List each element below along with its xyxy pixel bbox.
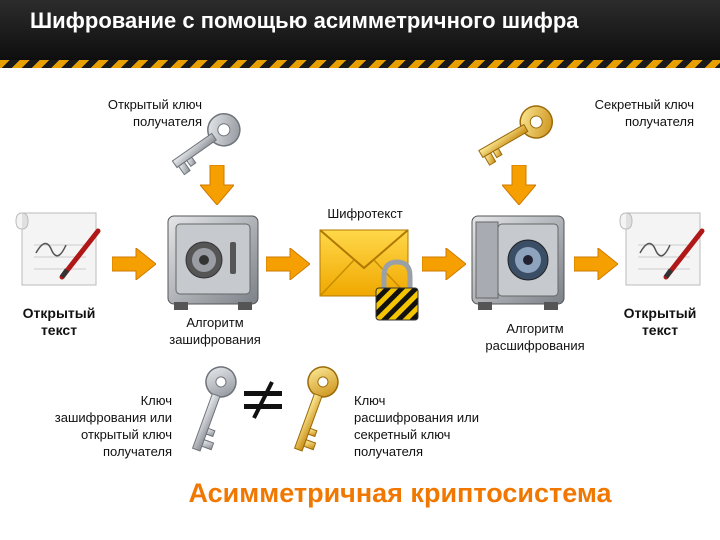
header-bar: Шифрование с помощью асимметричного шифр… xyxy=(0,0,720,60)
arrow-down-icon xyxy=(502,165,536,205)
decryption-key-label: Ключ расшифрования или секретный ключ по… xyxy=(354,393,479,459)
arrow-right-icon xyxy=(574,248,618,280)
arrow-down-icon xyxy=(200,165,234,205)
arrow-right-icon xyxy=(112,248,156,280)
footer-title: Асимметричная криптосистема xyxy=(188,478,612,508)
decrypt-algorithm-label: Алгоритм расшифрования xyxy=(485,321,585,353)
arrow-right-icon xyxy=(266,248,310,280)
ciphertext-label: Шифротекст xyxy=(327,206,403,221)
document-icon xyxy=(12,205,104,293)
plaintext-right-label: Открытый текст xyxy=(623,305,697,338)
gold-key-icon xyxy=(280,362,344,462)
secret-key-label: Секретный ключ получателя xyxy=(594,97,694,129)
public-key-label: Открытый ключ получателя xyxy=(107,97,202,129)
encryption-key-label: Ключ зашифрования или открытый ключ полу… xyxy=(54,393,172,459)
hazard-stripe xyxy=(0,60,720,68)
document-icon xyxy=(616,205,708,293)
not-equal-icon xyxy=(240,380,286,420)
gold-key-icon xyxy=(462,100,562,172)
page-title: Шифрование с помощью асимметричного шифр… xyxy=(30,8,579,33)
arrow-right-icon xyxy=(422,248,466,280)
encrypt-algorithm-label: Алгоритм зашифрования xyxy=(169,315,261,347)
plaintext-left-label: Открытый текст xyxy=(22,305,96,338)
silver-key-icon xyxy=(180,362,240,462)
padlock-icon xyxy=(372,258,422,324)
silver-key-icon xyxy=(160,108,250,178)
safe-icon xyxy=(468,212,568,312)
safe-icon xyxy=(164,212,262,312)
